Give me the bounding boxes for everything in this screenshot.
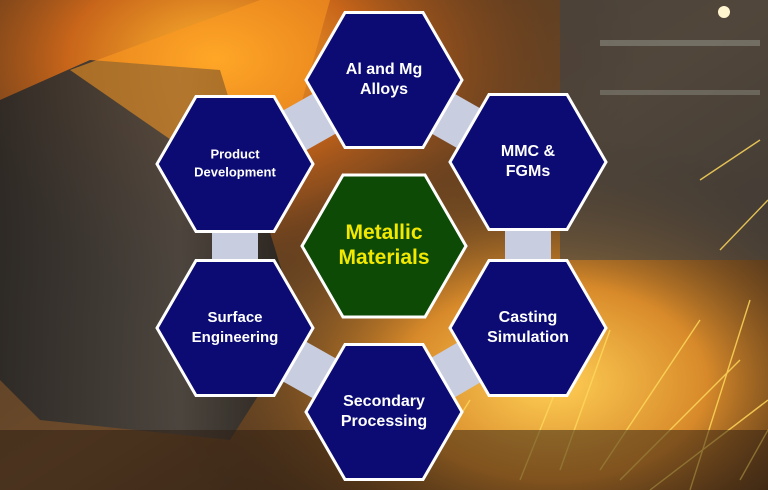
node-al-mg-label-line: Alloys xyxy=(360,81,408,98)
node-surface-label-line: Engineering xyxy=(192,329,279,346)
node-casting-shape xyxy=(448,259,608,397)
node-mmc: MMC & FGMs xyxy=(448,93,608,231)
node-al-mg-label-line: Al and Mg xyxy=(346,61,422,78)
center-node-label-line: Metallic xyxy=(345,221,422,244)
center-node-shape xyxy=(300,173,468,319)
node-al-mg-shape xyxy=(304,11,464,149)
node-product-label-line: Product xyxy=(210,146,260,161)
node-mmc-label-line: FGMs xyxy=(506,163,551,180)
node-mmc-label-line: MMC & xyxy=(501,143,556,160)
node-casting-label-line: Casting xyxy=(499,309,558,326)
node-product-shape xyxy=(155,95,315,233)
node-secondary-label-line: Secondary xyxy=(343,393,425,410)
center-node-label-line: Materials xyxy=(338,246,429,269)
node-al-mg: Al and Mg Alloys xyxy=(304,11,464,149)
node-surface-shape xyxy=(155,259,315,397)
node-secondary-shape xyxy=(304,343,464,481)
node-casting-label-line: Simulation xyxy=(487,329,569,346)
node-product-label-line: Development xyxy=(194,164,276,179)
node-surface-label-line: Surface xyxy=(207,309,262,326)
node-mmc-shape xyxy=(448,93,608,231)
node-secondary-label-line: Processing xyxy=(341,413,427,430)
